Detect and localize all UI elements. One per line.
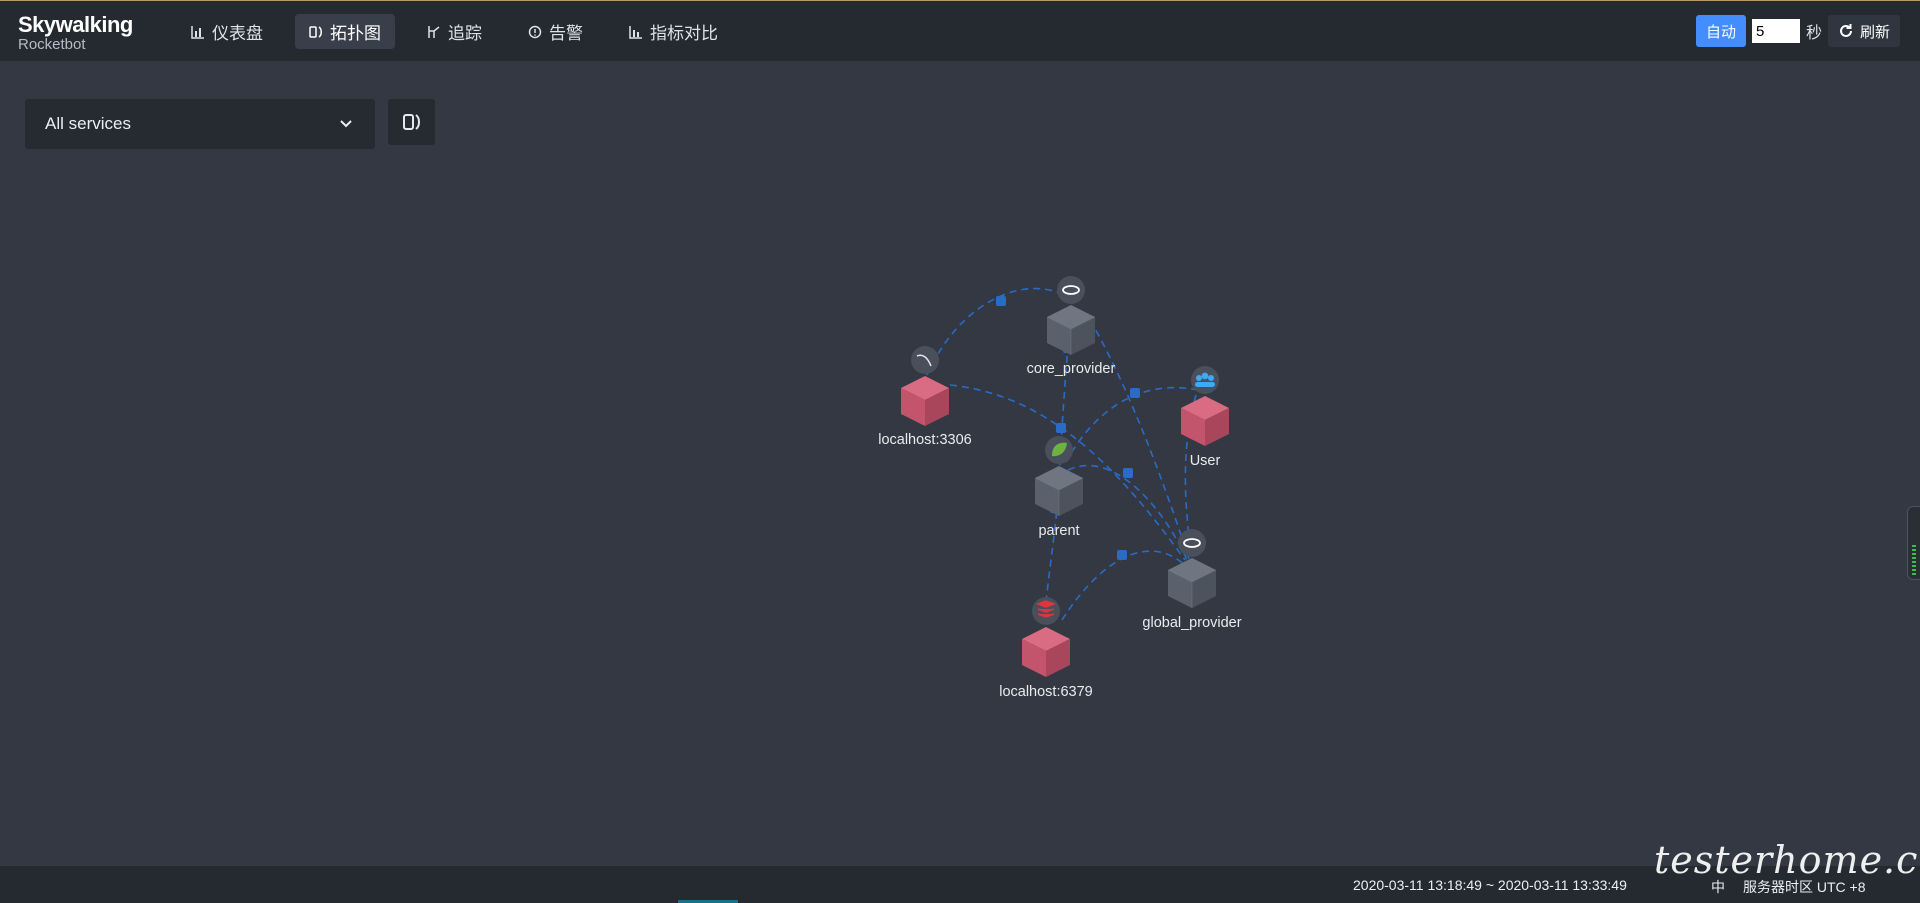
nav-alarm[interactable]: 告警 — [514, 14, 597, 49]
side-panel-handle[interactable] — [1907, 506, 1920, 580]
nav-topology-label: 拓扑图 — [330, 24, 381, 43]
node-parent[interactable]: parent — [1034, 436, 1084, 539]
nav-dashboard-label: 仪表盘 — [212, 24, 263, 43]
footer-accent — [678, 900, 738, 903]
nav-trace[interactable]: 追踪 — [413, 14, 496, 49]
users-icon — [1191, 366, 1219, 394]
node-label: localhost:3306 — [878, 432, 972, 448]
dubbo-icon — [1057, 276, 1085, 304]
top-navbar: Skywalking Rocketbot 仪表盘 拓扑图 追踪 告警 指标对比 … — [0, 0, 1920, 61]
compare-chart-icon — [629, 25, 642, 39]
link-parent-global — [1067, 464, 1189, 563]
time-range[interactable]: 2020-03-11 13:18:49 ~ 2020-03-11 13:33:4… — [1353, 877, 1627, 893]
nav-dashboard[interactable]: 仪表盘 — [177, 14, 277, 49]
node-localhost-3306[interactable]: localhost:3306 — [878, 346, 972, 448]
node-label: localhost:6379 — [999, 684, 1093, 700]
layout-toggle-button[interactable] — [388, 99, 435, 145]
node-localhost-6379[interactable]: localhost:6379 — [999, 597, 1093, 700]
nav-topology[interactable]: 拓扑图 — [295, 14, 395, 49]
nav-compare[interactable]: 指标对比 — [615, 14, 732, 49]
service-select[interactable]: All services — [25, 99, 375, 149]
refresh-interval-input[interactable] — [1751, 19, 1800, 43]
node-label: parent — [1038, 523, 1079, 539]
level-indicator — [1912, 545, 1916, 575]
node-label: global_provider — [1142, 615, 1241, 631]
auto-refresh-button[interactable]: 自动 — [1695, 15, 1746, 47]
main-nav: 仪表盘 拓扑图 追踪 告警 指标对比 — [177, 14, 732, 49]
alarm-icon — [528, 25, 542, 38]
link-parent-6379 — [1044, 499, 1059, 613]
logo-subtitle: Rocketbot — [18, 36, 86, 53]
chevron-down-icon — [340, 120, 352, 128]
logo[interactable]: Skywalking Rocketbot — [18, 13, 133, 53]
link-3306-global — [949, 384, 1186, 561]
watermark: testerhome.com — [1654, 838, 1920, 882]
refresh-button[interactable]: 刷新 — [1827, 15, 1900, 47]
service-select-value: All services — [45, 114, 131, 133]
node-core-provider[interactable]: core_provider — [1027, 276, 1116, 377]
node-label: User — [1190, 453, 1221, 469]
node-user[interactable]: User — [1181, 366, 1229, 469]
refresh-label: 刷新 — [1859, 23, 1890, 41]
node-global-provider[interactable]: global_provider — [1142, 529, 1242, 631]
mysql-icon — [911, 346, 939, 374]
chart-icon — [191, 25, 204, 39]
refresh-tools: 自动 秒 刷新 — [1695, 15, 1900, 47]
nav-trace-label: 追踪 — [448, 24, 482, 43]
refresh-icon — [1840, 24, 1852, 37]
footer-bar: 2020-03-11 13:18:49 ~ 2020-03-11 13:33:4… — [0, 866, 1920, 903]
nav-compare-label: 指标对比 — [650, 24, 718, 43]
logo-title: Skywalking — [18, 12, 133, 37]
node-label: core_provider — [1027, 361, 1116, 377]
nav-alarm-label: 告警 — [549, 24, 583, 43]
trace-icon — [428, 25, 440, 38]
topology-icon — [402, 114, 420, 130]
link-core-global — [1089, 319, 1191, 563]
link-3306-core — [926, 287, 1073, 376]
topology-icon — [309, 25, 322, 38]
link-user-parent — [1065, 386, 1199, 463]
dubbo-icon — [1178, 529, 1206, 557]
seconds-label: 秒 — [1805, 25, 1822, 42]
language-toggle[interactable]: 中 — [1711, 879, 1725, 895]
timezone-label: 服务器时区 UTC +8 — [1743, 879, 1866, 895]
